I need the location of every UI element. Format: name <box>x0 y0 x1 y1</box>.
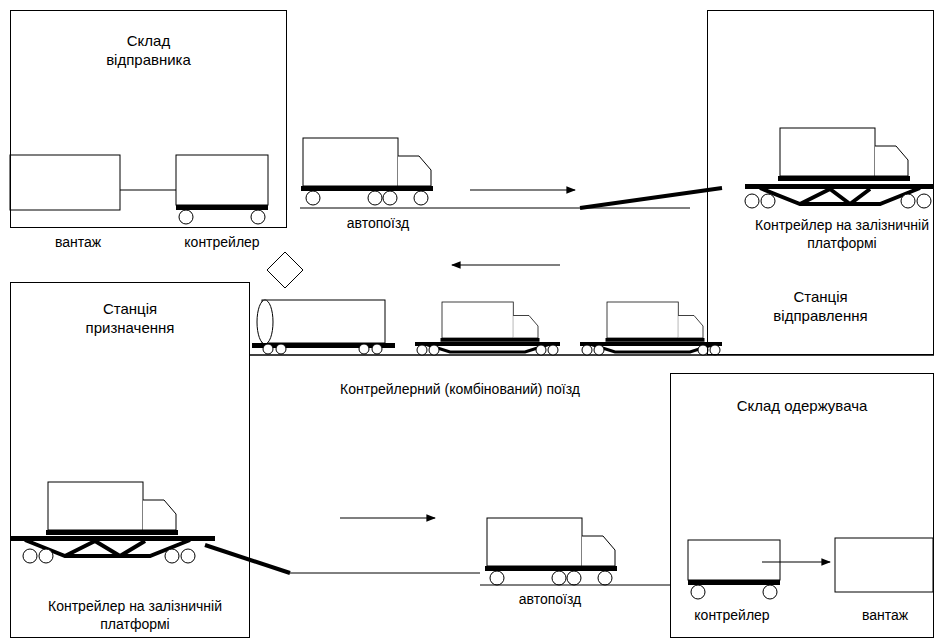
rail-platform-departure-part <box>745 194 759 208</box>
rail-platform-destination-part <box>46 482 178 535</box>
road-truck-top <box>300 138 722 208</box>
rail-platform-departure-part <box>901 194 915 208</box>
combined-train-part <box>359 344 369 354</box>
rail-platform-departure-part <box>761 194 775 208</box>
combined-train-part <box>257 300 273 344</box>
rail-platform-destination-part <box>205 545 290 573</box>
combined-train-part <box>276 344 286 354</box>
box-title: Склад одержувача <box>727 396 877 415</box>
cargo-and-trailer-part <box>10 155 120 210</box>
road-truck-top-part <box>470 189 575 190</box>
rail-platform-departure-part <box>917 194 931 208</box>
combined-train-part <box>262 300 385 343</box>
combined-train-part <box>548 345 558 355</box>
rail-platform-destination-part <box>340 517 435 518</box>
trailer-and-cargo <box>688 538 933 599</box>
caption-label: автопоїзд <box>318 214 438 232</box>
box-title: Станція призначення <box>60 299 200 337</box>
cargo-and-trailer-part <box>176 155 268 205</box>
cargo-and-trailer-part <box>176 205 268 210</box>
combined-train-part <box>441 302 540 342</box>
rail-platform-destination-part <box>165 549 179 563</box>
rail-platform-destination-part <box>181 549 195 563</box>
trailer-and-cargo-part <box>688 580 780 585</box>
station-box: Склад одержувача <box>670 373 934 638</box>
combined-train-part <box>372 344 382 354</box>
caption-label: Контрейлерний (комбінований) поїзд <box>280 380 640 398</box>
caption-label: автопоїзд <box>490 590 610 608</box>
caption-label: Контрейлер на залізничній платформі <box>35 597 235 633</box>
combined-train-part <box>536 345 546 355</box>
combined-train-part <box>710 345 720 355</box>
station-box: Станція відправлення <box>707 10 934 355</box>
rail-platform-destination-part <box>39 549 53 563</box>
combined-train-part <box>594 345 604 355</box>
combined-train-part <box>263 344 273 354</box>
combined-train-part <box>590 344 715 352</box>
rail-platform-departure <box>745 128 934 208</box>
rail-platform-departure-part <box>745 184 934 189</box>
road-truck-top-part <box>301 138 433 191</box>
caption-label: вантаж <box>28 233 128 251</box>
box-title: Склад відправника <box>84 31 214 69</box>
cargo-and-trailer-part <box>179 210 193 224</box>
trailer-and-cargo-part <box>835 538 933 592</box>
combined-train-part <box>425 344 550 352</box>
rail-platform-departure-part <box>760 188 920 204</box>
cargo-and-trailer <box>10 155 268 224</box>
road-truck-bottom-part <box>480 585 670 586</box>
trailer-and-cargo-part <box>688 540 780 580</box>
combined-train-part <box>452 264 560 265</box>
combined-train-part <box>582 345 592 355</box>
combined-train-part <box>417 345 427 355</box>
caption-label: Контрейлер на залізничній платформі <box>752 216 932 252</box>
caption-label: вантаж <box>842 606 928 624</box>
road-truck-bottom-part <box>490 571 612 585</box>
combined-train-part <box>429 345 439 355</box>
trailer-and-cargo-part <box>762 561 830 562</box>
rail-platform-departure-part <box>778 128 910 181</box>
combined-train-part <box>267 252 303 288</box>
trailer-and-cargo-part <box>763 585 777 599</box>
caption-label: контрейлер <box>677 606 787 624</box>
road-truck-bottom-part <box>485 518 617 571</box>
rail-platform-destination-part <box>290 573 480 574</box>
station-box: Станція призначення <box>10 282 250 638</box>
rail-platform-destination <box>10 482 480 573</box>
station-box: Склад відправника <box>10 10 287 228</box>
road-truck-top-part <box>300 208 690 209</box>
combined-train-part <box>606 302 705 342</box>
road-truck-top-part <box>306 191 428 205</box>
road-truck-top-part <box>580 188 722 208</box>
trailer-and-cargo-part <box>691 585 705 599</box>
combined-train <box>250 252 934 355</box>
rail-platform-destination-part <box>23 549 37 563</box>
caption-label: контрейлер <box>162 233 282 251</box>
road-truck-bottom <box>480 518 670 585</box>
box-title: Станція відправлення <box>751 287 891 325</box>
cargo-and-trailer-part <box>251 210 265 224</box>
